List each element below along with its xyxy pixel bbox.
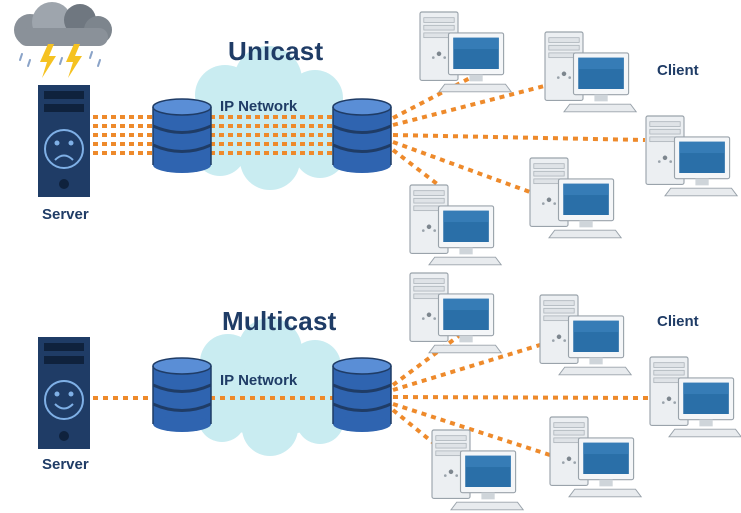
unicast-database-right-icon	[331, 97, 393, 175]
multicast-client-4-icon	[549, 416, 642, 498]
storm-cloud-icon	[14, 2, 112, 78]
multicast-server-label: Server	[42, 456, 89, 473]
unicast-client-2-icon	[544, 31, 637, 113]
unicast-title: Unicast	[228, 36, 324, 66]
unicast-client-label: Client	[657, 62, 699, 79]
unicast-stream-links	[93, 115, 335, 155]
unicast-client-4-icon	[529, 157, 622, 239]
multicast-client-1-icon	[409, 272, 502, 354]
multicast-server-icon	[38, 337, 90, 449]
multicast-client-3-icon	[649, 356, 741, 438]
unicast-network-label: IP Network	[220, 98, 298, 115]
multicast-database-left-icon	[151, 356, 213, 434]
unicast-database-left-icon	[151, 97, 213, 175]
multicast-client-label: Client	[657, 313, 699, 330]
unicast-server-label: Server	[42, 206, 89, 223]
multicast-client-2-icon	[539, 294, 632, 376]
multicast-network-label: IP Network	[220, 372, 298, 389]
sad-face-icon	[44, 129, 84, 169]
smiley-face-icon	[44, 380, 84, 420]
unicast-cloud-icon	[186, 46, 356, 190]
unicast-client-3-icon	[645, 115, 738, 197]
multicast-database-right-icon	[331, 356, 393, 434]
multicast-title: Multicast	[222, 306, 337, 336]
unicast-client-5-icon	[409, 184, 502, 266]
unicast-server-icon	[38, 85, 90, 197]
